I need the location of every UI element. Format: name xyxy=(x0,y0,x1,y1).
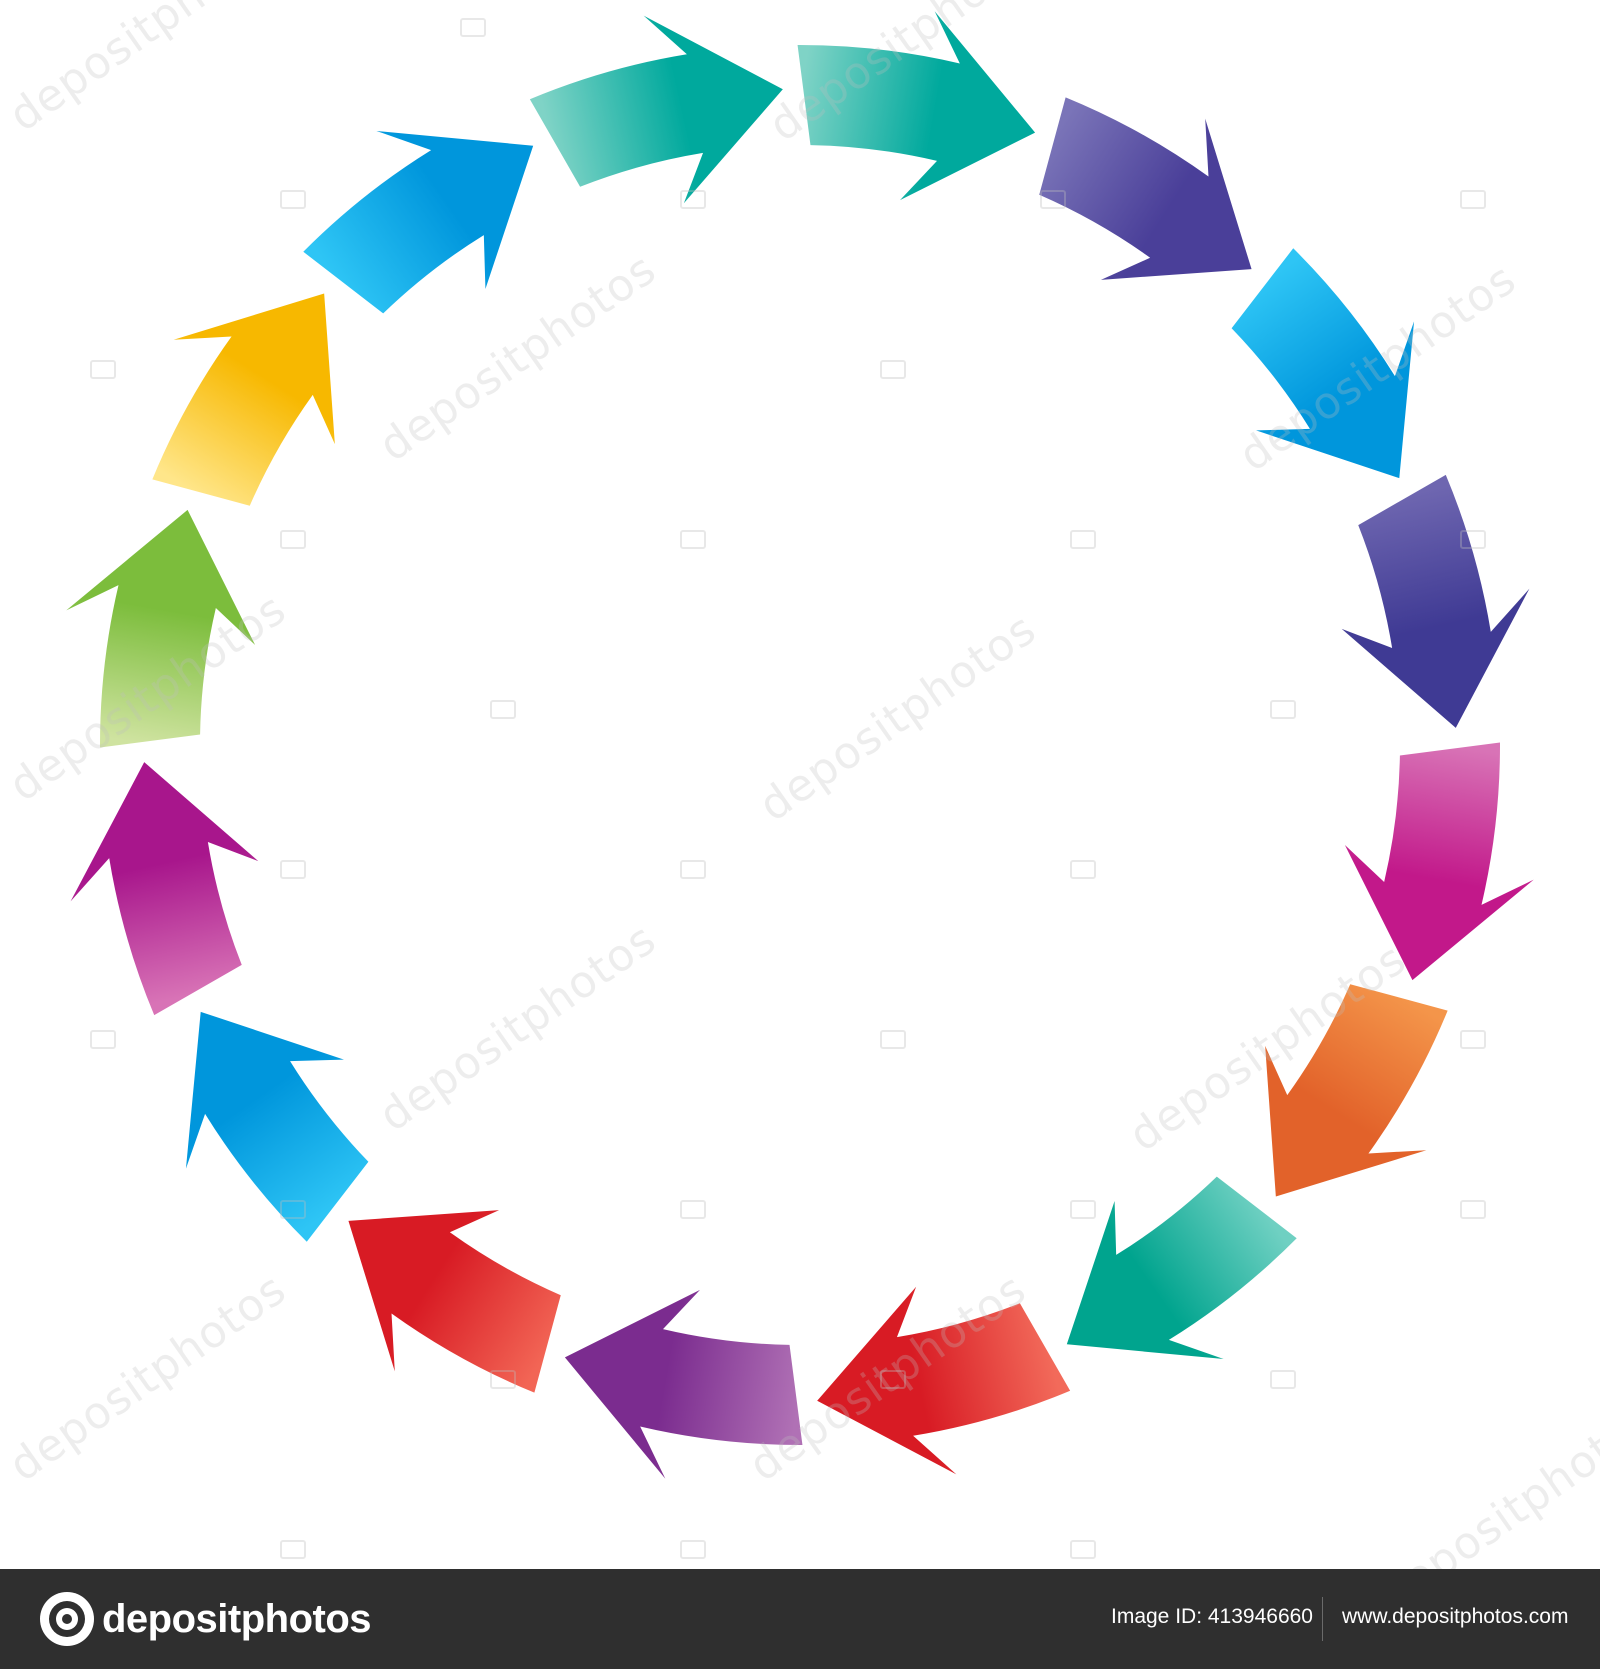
footer-divider xyxy=(1322,1597,1323,1641)
arrow-purple-bottom-icon xyxy=(564,1289,803,1479)
arrow-magenta-left-lower-icon xyxy=(70,762,259,1016)
arrow-magenta-right-icon xyxy=(1344,742,1534,981)
arrow-green-left-icon xyxy=(66,509,256,748)
arrow-teal-top-icon xyxy=(797,11,1036,201)
arrow-indigo-top-right-icon xyxy=(1039,97,1252,280)
footer-bar: depositphotos Image ID: 413946660 www.de… xyxy=(0,1569,1600,1669)
arrow-blue-top-left-icon xyxy=(303,130,534,314)
site-url-link[interactable]: www.depositphotos.com xyxy=(1342,1605,1569,1628)
arrow-teal-bottom-right-icon xyxy=(1066,1176,1297,1360)
brand-logo[interactable]: depositphotos xyxy=(40,1591,372,1647)
circular-arrow-diagram xyxy=(66,11,1534,1479)
camera-logo-icon xyxy=(40,1592,94,1646)
arrow-yellow-left-upper-icon xyxy=(152,293,335,506)
arrow-teal-top-left-icon xyxy=(529,15,783,204)
diagram-canvas xyxy=(66,11,1534,1479)
arrow-red-bottom-left-icon xyxy=(348,1210,561,1393)
image-id-label: Image ID: 413946660 xyxy=(1111,1605,1313,1628)
logo-text: depositphotos xyxy=(102,1596,372,1641)
arrow-orange-right-lower-icon xyxy=(1265,984,1448,1197)
arrow-blue-bottom-left-icon xyxy=(185,1011,369,1242)
arrow-red-bottom-right-icon xyxy=(817,1286,1071,1475)
arrow-indigo-right-icon xyxy=(1341,474,1530,728)
arrow-blue-right-upper-icon xyxy=(1231,248,1415,479)
